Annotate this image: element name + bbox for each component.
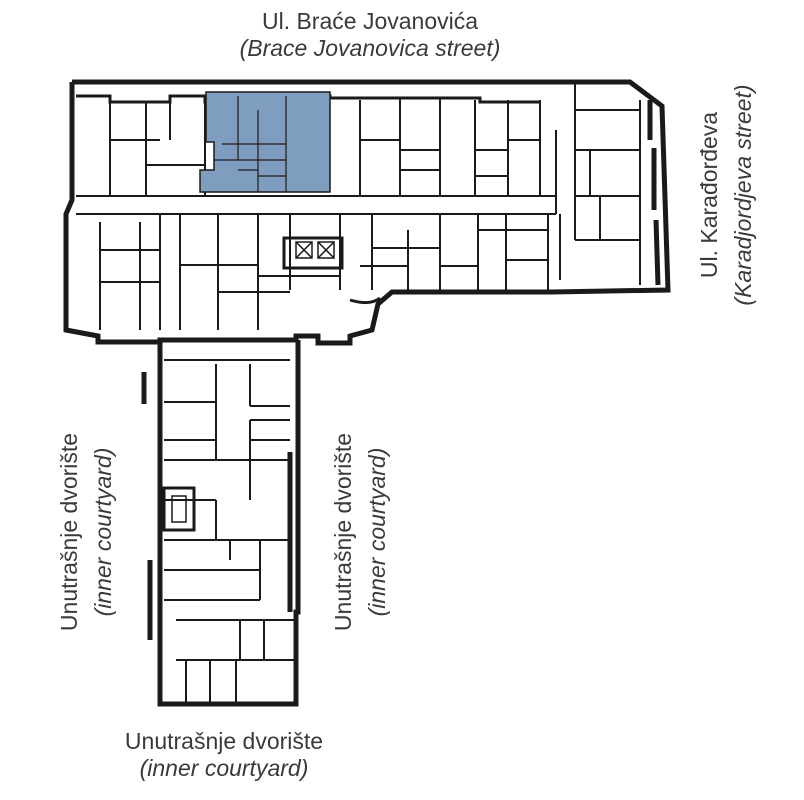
building-outline xyxy=(72,79,671,707)
left-courtyard-name: Unutrašnje dvorište xyxy=(56,432,82,632)
top-street-name: Ul. Braće Jovanovića xyxy=(261,8,479,34)
top-street-label: Ul. Braće Jovanovića (Brace Jovanovica s… xyxy=(160,8,580,62)
middle-courtyard-translation: (inner courtyard) xyxy=(364,447,390,617)
bottom-courtyard-translation: (inner courtyard) xyxy=(139,755,309,781)
top-street-translation: (Brace Jovanovica street) xyxy=(239,35,501,61)
left-courtyard-label: Unutrašnje dvorište (inner courtyard) xyxy=(54,392,118,672)
bottom-courtyard-label: Unutrašnje dvorište (inner courtyard) xyxy=(74,728,374,782)
right-street-name: Ul. Karađorđeva xyxy=(696,111,722,279)
middle-courtyard-label: Unutrašnje dvorište (inner courtyard) xyxy=(328,392,392,672)
right-street-translation: (Karadjordjeva street) xyxy=(730,84,756,306)
left-courtyard-translation: (inner courtyard) xyxy=(90,447,116,617)
highlighted-unit[interactable] xyxy=(199,91,331,193)
bottom-courtyard-name: Unutrašnje dvorište xyxy=(124,728,324,754)
middle-courtyard-name: Unutrašnje dvorište xyxy=(330,432,356,632)
